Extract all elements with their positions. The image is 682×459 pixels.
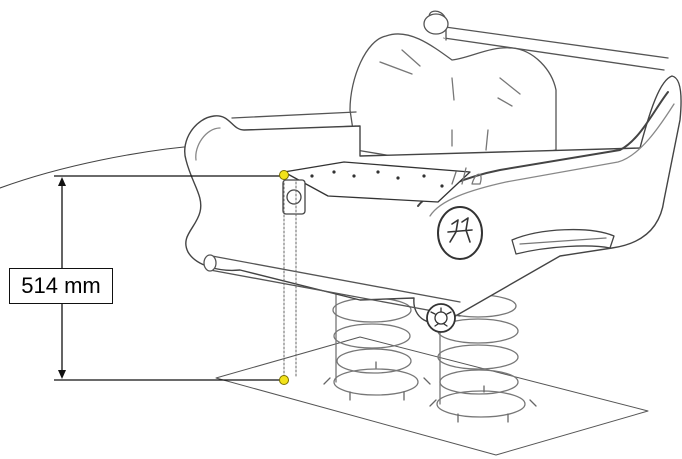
lower-rod	[211, 255, 461, 303]
measure-marker-bottom	[279, 375, 289, 385]
ground-plate	[215, 336, 649, 456]
bolt-icon	[426, 303, 456, 333]
measure-marker-top	[279, 170, 289, 180]
spring-clamps	[323, 361, 537, 423]
seat-backrest	[349, 33, 557, 165]
left-handle-bar	[231, 111, 357, 119]
top-plate	[283, 161, 471, 203]
footrest	[511, 228, 615, 255]
back-handle-bar	[437, 25, 669, 59]
projection-line	[283, 174, 297, 381]
surface-arc	[0, 144, 206, 189]
side-bracket	[282, 179, 306, 215]
figure-emblem-icon	[437, 206, 483, 260]
height-dimension-label: 514 mm	[9, 268, 113, 304]
dimension-arrowheads	[58, 177, 66, 379]
